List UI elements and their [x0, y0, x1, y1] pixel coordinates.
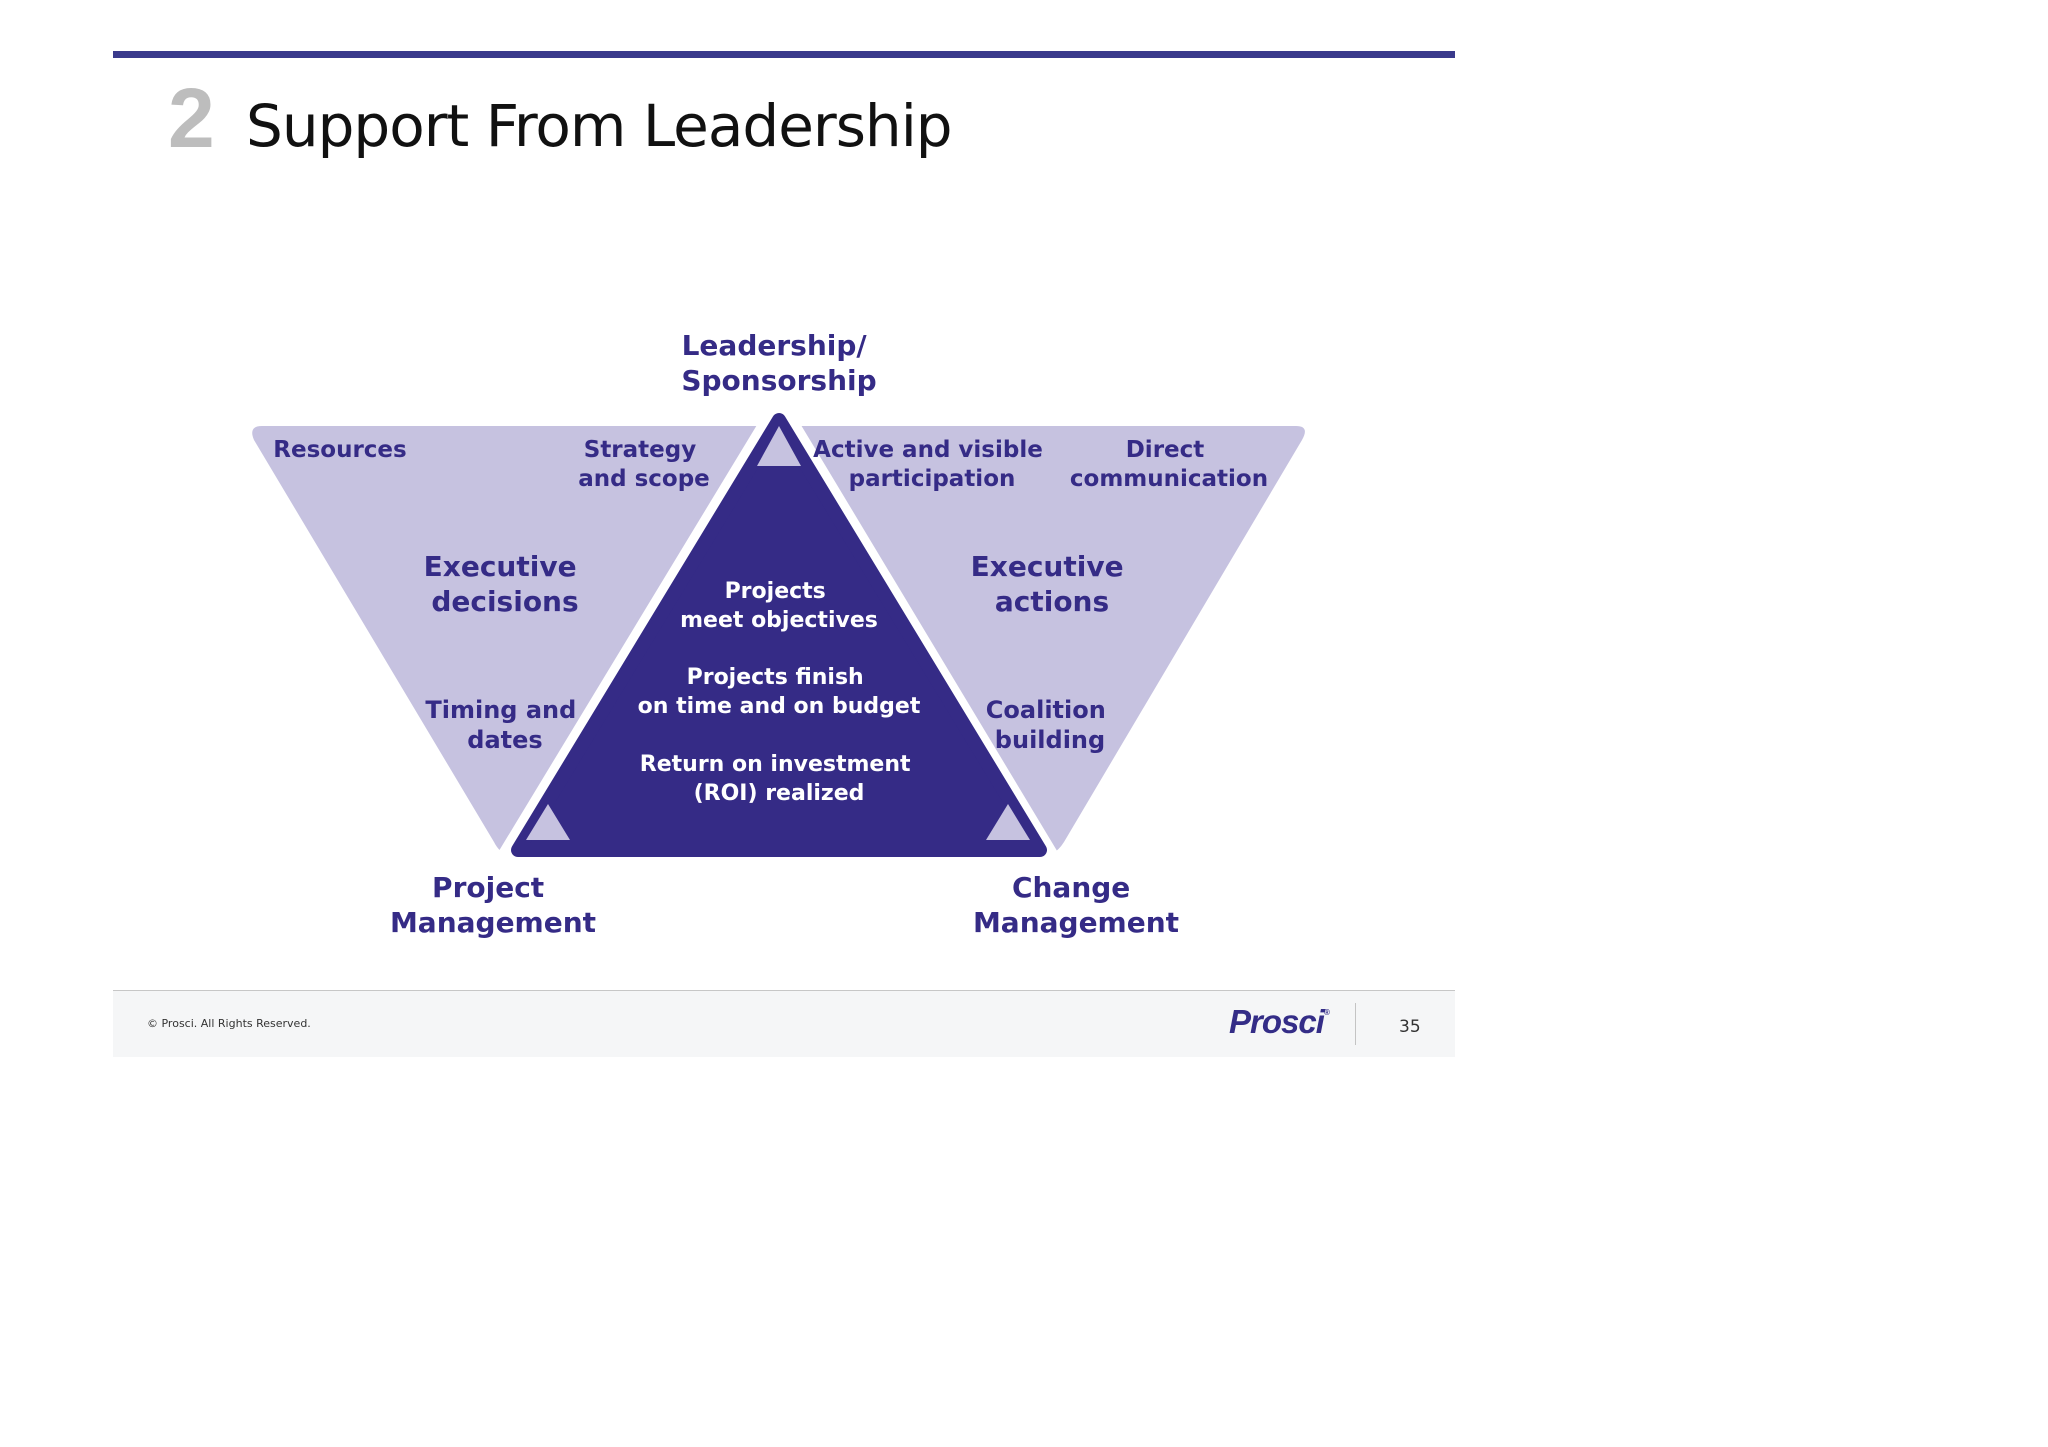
label-projects-meet-objectives: Projects meet objectives: [680, 579, 878, 633]
slide-footer: © Prosci. All Rights Reserved. Prosci® 3…: [113, 990, 1455, 1057]
footer-divider: [1355, 1003, 1356, 1045]
label-resources: Resources: [273, 437, 406, 463]
bottom-right-corner-marker: [986, 804, 1030, 840]
label-coalition-building: Coalition building: [986, 696, 1114, 754]
label-change-management: Change Management: [973, 871, 1179, 939]
label-strategy-scope: Strategy and scope: [578, 437, 710, 492]
top-corner-marker: [757, 426, 801, 466]
label-executive-actions: Executive actions: [971, 550, 1134, 618]
label-executive-decisions: Executive decisions: [424, 550, 587, 618]
registered-mark: ®: [1323, 1008, 1330, 1017]
label-direct-communication: Direct communication: [1070, 437, 1268, 492]
slide-number-badge: 2: [168, 71, 215, 165]
label-timing-dates: Timing and dates: [425, 696, 584, 754]
copyright-notice: © Prosci. All Rights Reserved.: [147, 1017, 311, 1030]
label-project-management: Project Management: [390, 871, 596, 939]
leadership-triangle-diagram: Leadership/ Sponsorship Project Manageme…: [252, 329, 1305, 939]
prosci-logo: Prosci®: [1229, 1003, 1330, 1040]
label-active-participation: Active and visible participation: [813, 437, 1051, 492]
top-rule: [113, 51, 1455, 58]
label-roi-realized: Return on investment (ROI) realized: [640, 752, 918, 806]
page-number: 35: [1399, 1017, 1421, 1037]
bottom-left-corner-marker: [526, 804, 570, 840]
slide-title: Support From Leadership: [246, 92, 953, 160]
label-on-time-budget: Projects finish on time and on budget: [638, 665, 921, 719]
brand-name: Prosci: [1229, 1003, 1325, 1040]
outcomes-triangle: [511, 413, 1047, 857]
label-leadership-sponsorship: Leadership/ Sponsorship: [681, 329, 876, 397]
